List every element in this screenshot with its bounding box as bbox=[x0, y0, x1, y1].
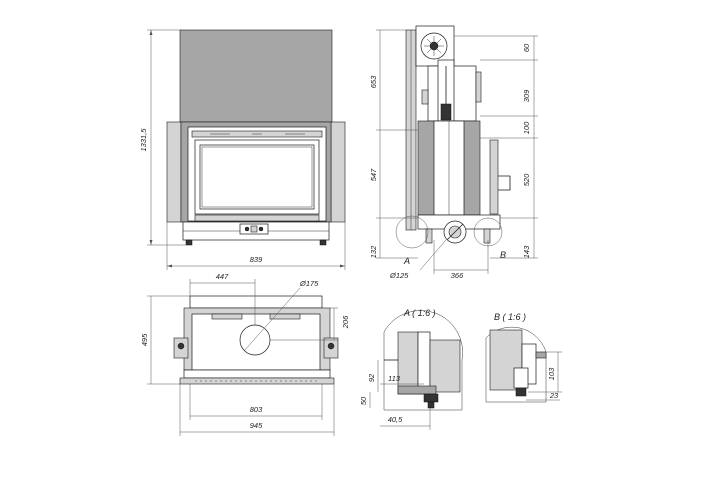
front-height-dim: 1331,5 bbox=[139, 128, 148, 152]
detail-b-dim-103: 103 bbox=[547, 367, 556, 380]
side-view: A B 653 547 132 60 309 100 520 143 366 Ø… bbox=[369, 25, 538, 280]
top-dim-945: 945 bbox=[250, 421, 263, 430]
side-dim-366: 366 bbox=[451, 271, 464, 280]
side-dim-60: 60 bbox=[522, 43, 531, 52]
detail-b: B ( 1:6 ) 103 23 bbox=[485, 312, 562, 403]
side-dim-520: 520 bbox=[522, 173, 531, 186]
detail-a-dim-40-5: 40,5 bbox=[388, 415, 403, 424]
top-dim-447: 447 bbox=[216, 272, 229, 281]
detail-a-marker: A bbox=[403, 256, 410, 266]
top-dim-206: 206 bbox=[341, 315, 350, 329]
side-dim-100: 100 bbox=[522, 121, 531, 134]
side-dim-phi125: Ø125 bbox=[389, 271, 409, 280]
detail-a-title: A ( 1:6 ) bbox=[403, 308, 436, 318]
detail-a-dim-92: 92 bbox=[367, 373, 376, 382]
front-width-dim: 839 bbox=[250, 255, 263, 264]
top-dim-495: 495 bbox=[140, 333, 149, 346]
detail-a-dim-113: 113 bbox=[388, 374, 401, 383]
front-view: 1331,5 839 bbox=[139, 29, 346, 270]
side-dim-309: 309 bbox=[522, 89, 531, 102]
top-view: 447 Ø175 206 495 803 945 bbox=[140, 272, 350, 436]
detail-b-dim-23: 23 bbox=[549, 391, 559, 400]
side-dim-132: 132 bbox=[369, 245, 378, 258]
side-dim-143: 143 bbox=[522, 245, 531, 258]
detail-b-marker: B bbox=[500, 250, 506, 260]
detail-b-title: B ( 1:6 ) bbox=[494, 312, 526, 322]
detail-a-dim-50: 50 bbox=[359, 396, 368, 405]
side-dim-547: 547 bbox=[369, 168, 378, 181]
side-dim-653: 653 bbox=[369, 75, 378, 88]
top-dim-803: 803 bbox=[250, 405, 263, 414]
top-dim-phi175: Ø175 bbox=[299, 279, 319, 288]
detail-a: A ( 1:6 ) 92 113 50 40,5 bbox=[359, 308, 463, 430]
